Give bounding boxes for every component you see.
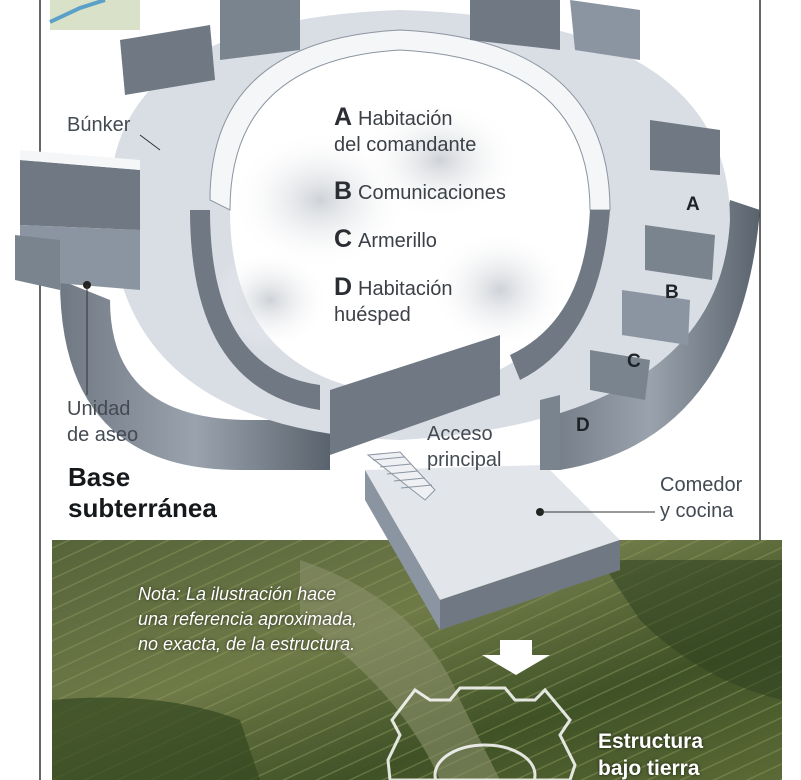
stairs-icon — [366, 451, 436, 501]
outer-wall-right — [540, 200, 760, 470]
bunker-label: Búnker — [67, 114, 131, 136]
room-top-right — [650, 120, 720, 175]
room-d — [590, 350, 650, 400]
note-text: Nota: La ilustración hace una referencia… — [138, 584, 358, 654]
inner-wall-left — [190, 210, 320, 410]
gear-outline — [386, 686, 577, 780]
unidad-aseo-label: Unidad de aseo — [67, 398, 139, 446]
outer-wall-left — [60, 280, 330, 470]
photo-caption: Estructura bajo tierra — [598, 730, 704, 780]
room-b — [645, 225, 715, 280]
room-letter-a: A — [686, 194, 700, 215]
comedor-cocina-label: Comedor y cocina — [660, 474, 743, 522]
arrow-down-icon — [482, 640, 550, 675]
dining-block — [330, 335, 620, 630]
bunker-block — [15, 150, 140, 290]
room-c — [622, 290, 690, 345]
bunker-leader — [139, 134, 161, 151]
diagram-title: Base subterránea — [68, 462, 217, 523]
room-letter-d: D — [576, 415, 590, 436]
inner-wall-right — [510, 210, 610, 380]
river-line — [49, 0, 106, 24]
acceso-principal-label: Acceso principal — [427, 423, 502, 471]
room-letter-c: C — [627, 351, 641, 372]
room-letter-b: B — [665, 282, 679, 303]
